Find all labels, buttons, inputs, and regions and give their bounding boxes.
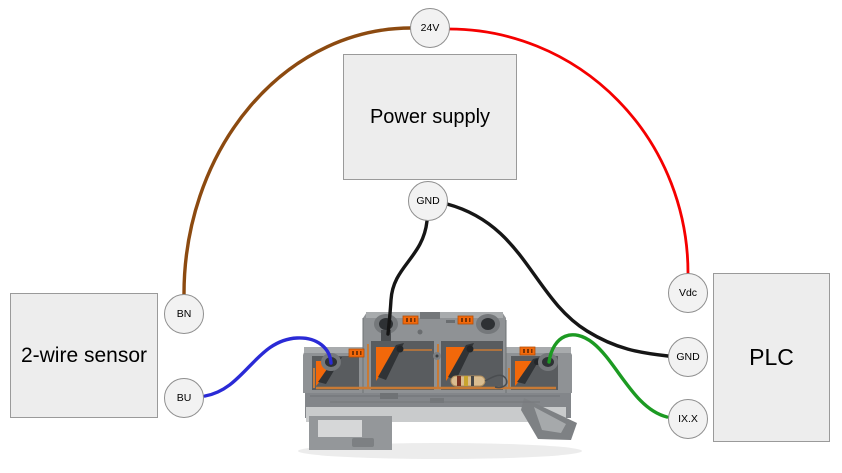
node-sensor-bn: BN <box>164 294 204 334</box>
node-power-supply-gnd-label: GND <box>416 195 440 207</box>
sensor-box: 2-wire sensor <box>10 293 158 418</box>
node-24v: 24V <box>410 8 450 48</box>
wire-gnd-to-plc-gnd <box>445 202 670 358</box>
node-power-supply-gnd: GND <box>408 181 448 221</box>
wire-terminal-to-ixx <box>547 333 669 419</box>
terminal-push-buttons <box>348 315 536 358</box>
node-plc-gnd: GND <box>668 337 708 377</box>
power-supply-label: Power supply <box>369 105 491 128</box>
node-plc-gnd-label: GND <box>676 351 700 363</box>
power-supply-box: Power supply <box>343 54 517 180</box>
wire-24v-to-vdc <box>447 27 690 275</box>
node-sensor-bu-label: BU <box>176 392 192 404</box>
node-sensor-bu: BU <box>164 378 204 418</box>
node-plc-ixx: IX.X <box>668 399 708 439</box>
terminal-block-photo <box>298 312 582 459</box>
wire-bu-to-terminal <box>203 336 333 398</box>
plc-box: PLC <box>713 273 830 442</box>
sensor-label: 2-wire sensor <box>20 343 148 367</box>
node-sensor-bn-label: BN <box>176 308 192 320</box>
node-plc-vdc-label: Vdc <box>678 287 698 299</box>
wire-gnd-to-terminal <box>386 219 429 336</box>
node-24v-label: 24V <box>420 22 440 34</box>
node-plc-vdc: Vdc <box>668 273 708 313</box>
wire-bn-to-24v <box>182 26 413 296</box>
plc-label: PLC <box>749 344 794 370</box>
node-plc-ixx-label: IX.X <box>678 413 698 425</box>
